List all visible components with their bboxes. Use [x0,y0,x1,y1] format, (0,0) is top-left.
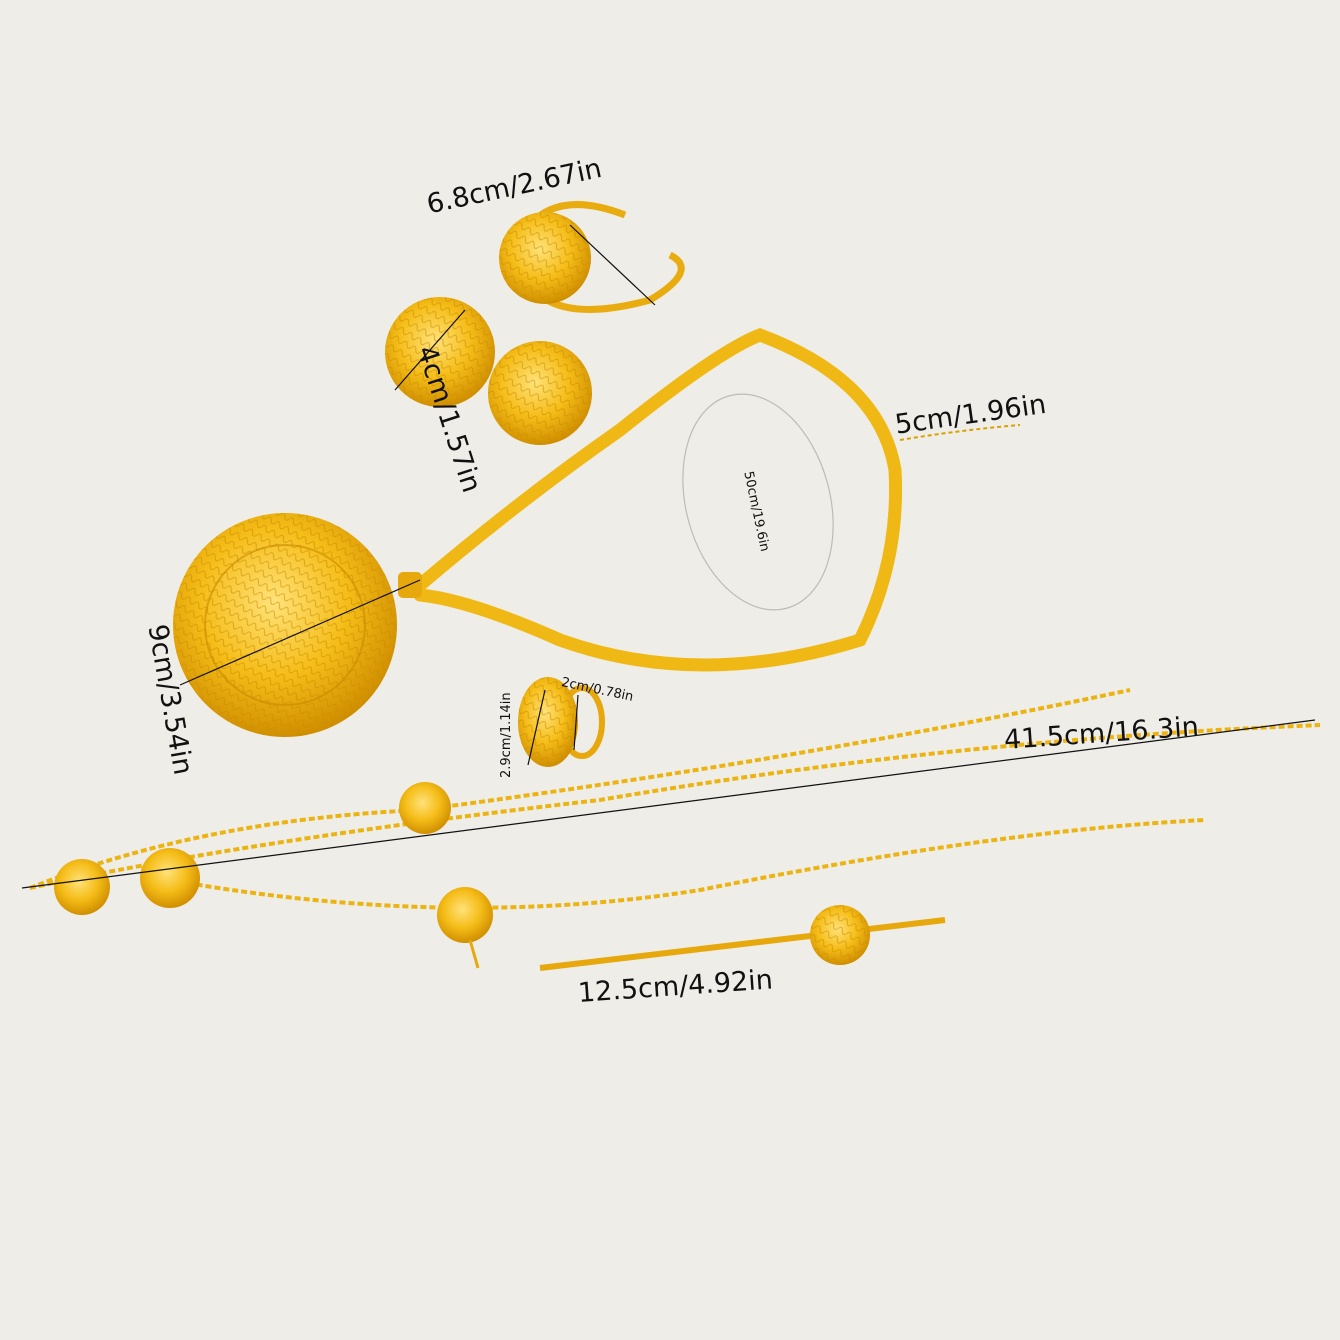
necklace [173,328,1021,737]
hair-stick [539,905,946,971]
earrings [385,297,592,445]
measurement-lines [21,224,1316,889]
ring-height-dimension: 2.9cm/1.14in [499,692,514,778]
headpiece-medallions [54,782,493,969]
cuff-bracelet [499,201,685,313]
